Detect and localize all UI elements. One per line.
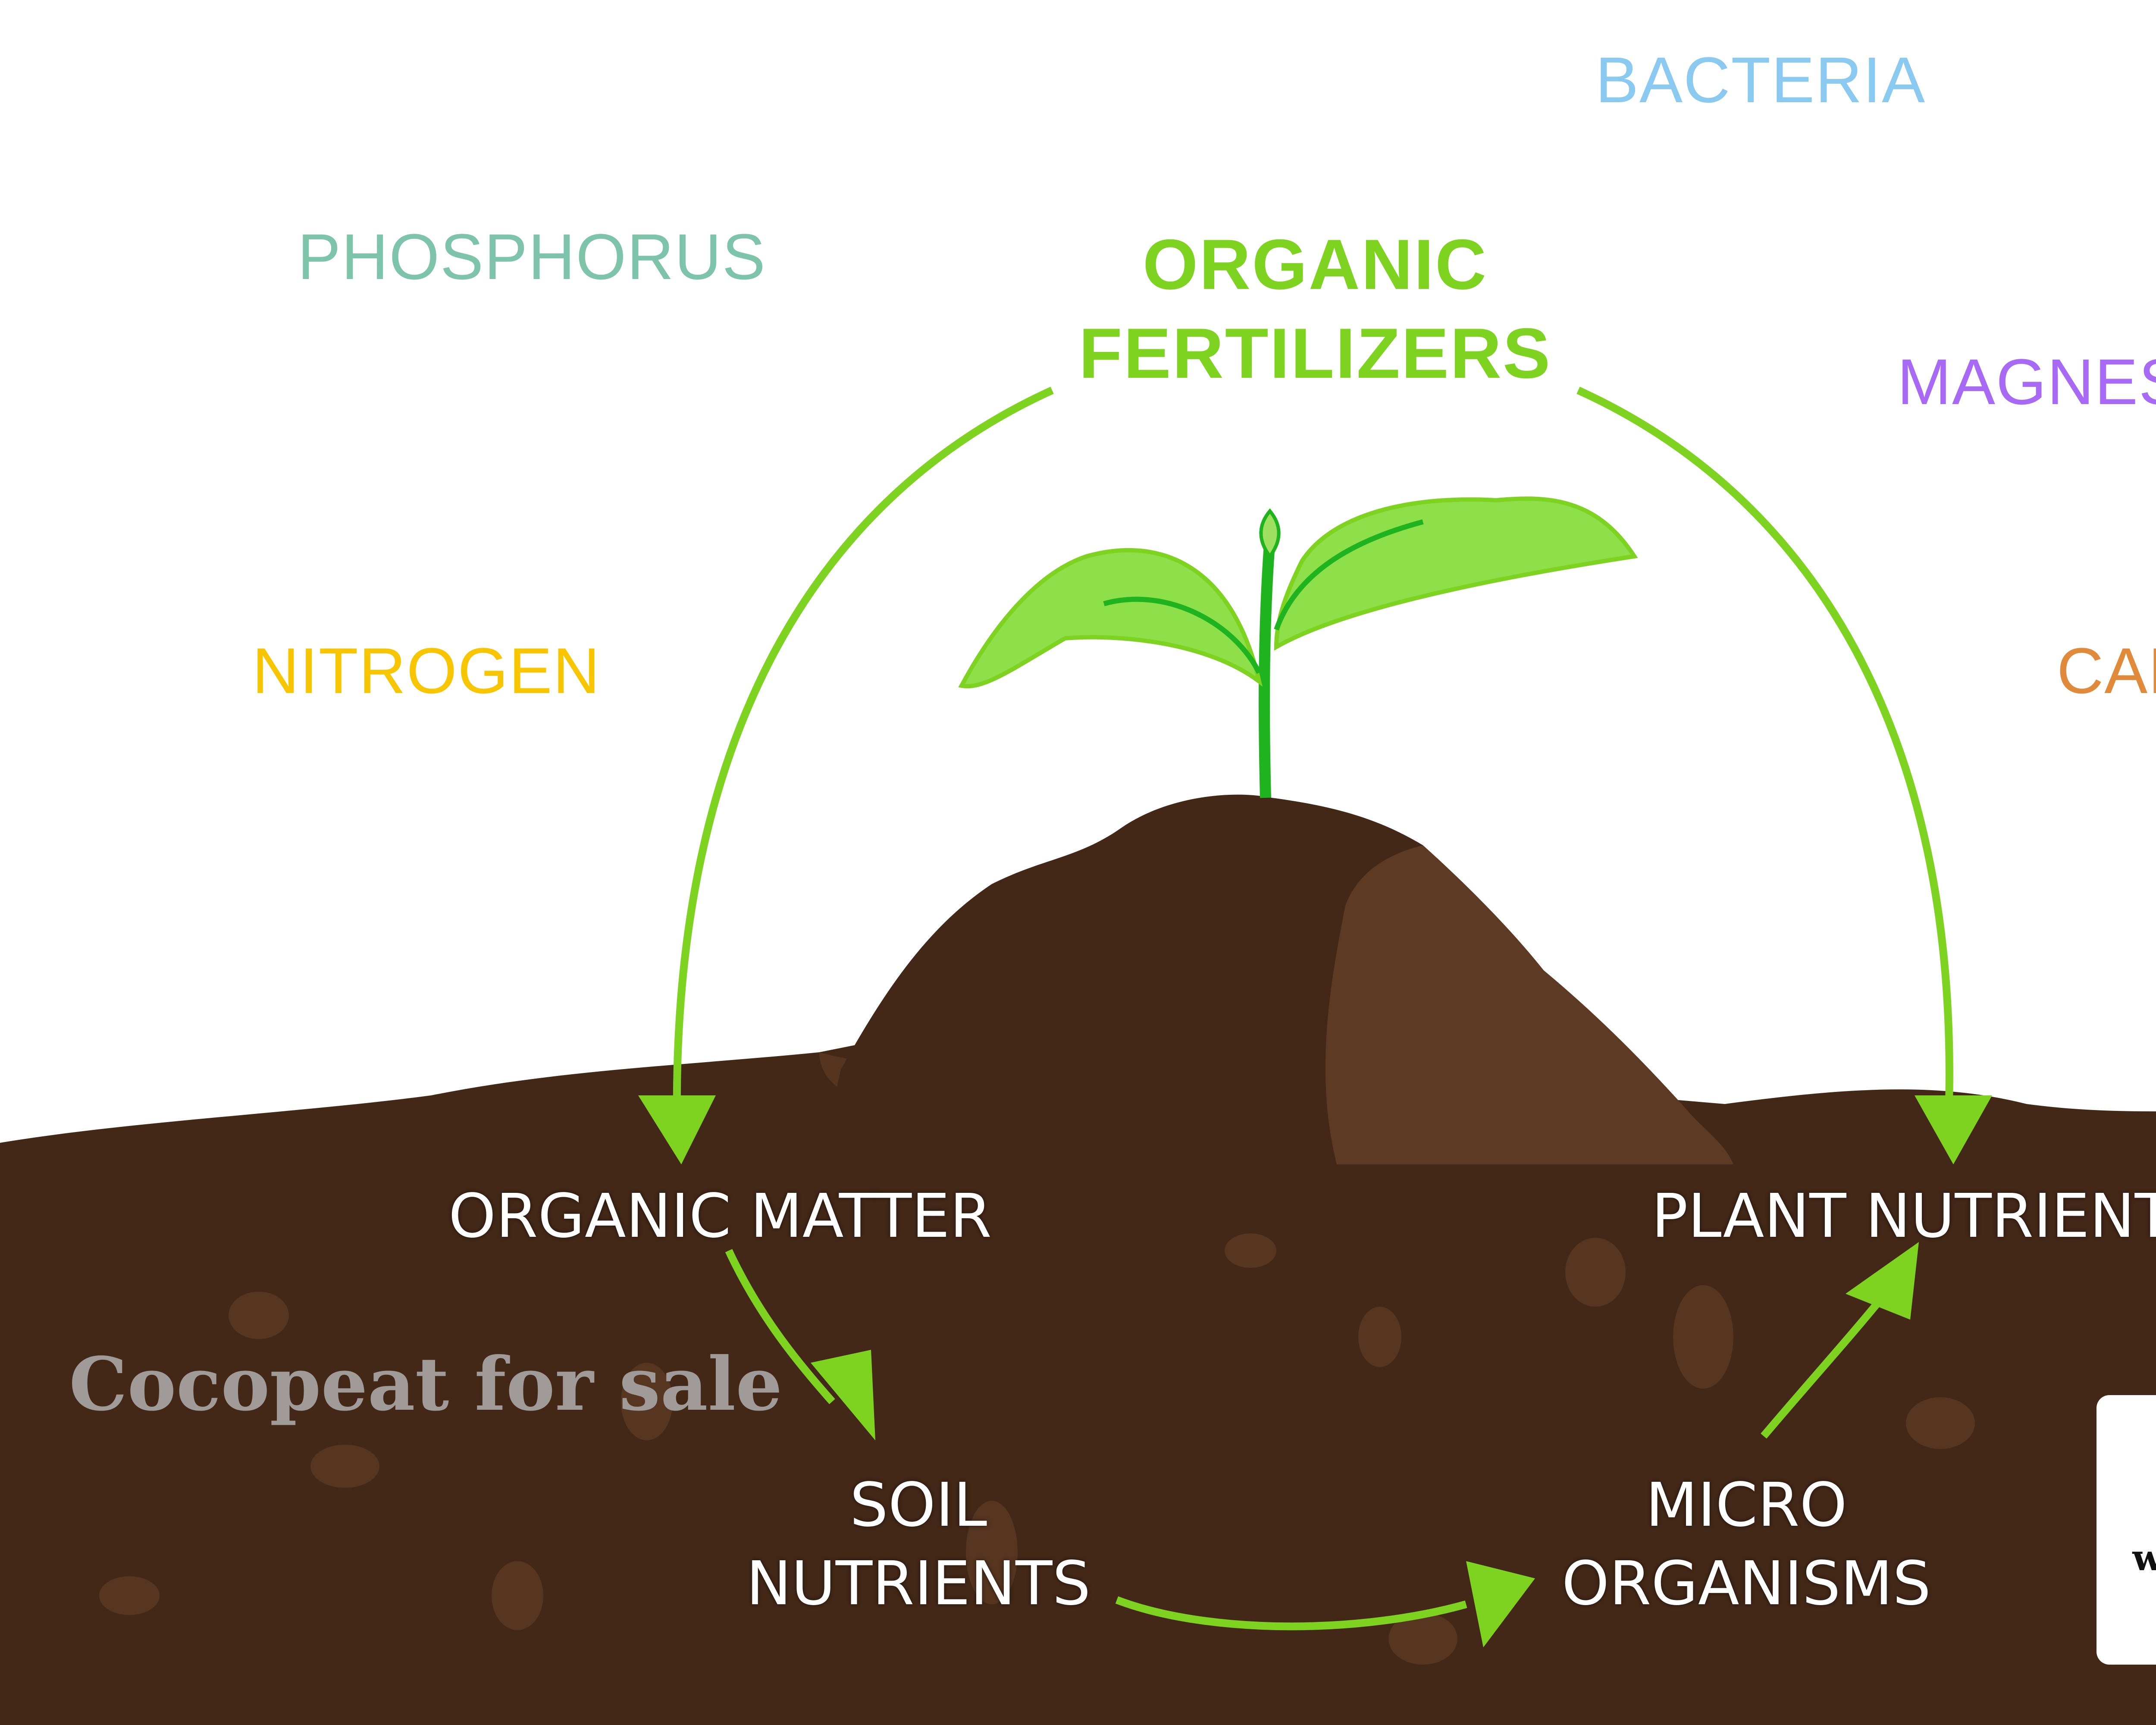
label-magnesium: MAGNESIUM: [1897, 345, 2156, 418]
cycle-arrows: [673, 386, 1953, 1631]
label-bacteria: BACTERIA: [1595, 44, 1926, 116]
soil-nutrients-line-1: SOIL: [849, 1470, 987, 1540]
micro-organisms-line-1: MICRO: [1645, 1470, 1847, 1540]
diagram-title: ORGANIC FERTILIZERS: [1056, 220, 1574, 398]
arrowhead-up-to-plant-nutrients: [1846, 1242, 1919, 1320]
title-line-1: ORGANIC: [1142, 225, 1488, 304]
soil-nutrients-line-2: NUTRIENTS: [746, 1549, 1091, 1619]
promo-text: Cocopeat for sale: [69, 1341, 783, 1427]
stage-soil-nutrients: SOIL NUTRIENTS: [742, 1466, 1095, 1623]
arrow-heads: [638, 1095, 1992, 1647]
stage-micro-organisms: MICRO ORGANISMS: [1552, 1466, 1940, 1623]
arrowhead-to-micro-organisms: [1466, 1561, 1535, 1647]
stage-organic-matter: ORGANIC MATTER: [448, 1181, 992, 1251]
seedling-icon: [958, 496, 1638, 798]
title-line-2: FERTILIZERS: [1078, 314, 1552, 393]
brand-card: SRI BHAGYALAKSHMI ® SINCE 1972 www.sblfa…: [2096, 1395, 2156, 1665]
stage-plant-nutrients: PLANT NUTRIENTS: [1651, 1181, 2156, 1251]
arrowhead-to-plant-nutrients: [1915, 1095, 1992, 1164]
soil-pebbles: [99, 1233, 1975, 1665]
soil-mound-dark: [819, 794, 1423, 1164]
arrowhead-to-soil-nutrients: [811, 1350, 875, 1440]
label-nitrogen: NITROGEN: [252, 634, 601, 707]
website-link[interactable]: www.sblfarms.com: [2132, 1537, 2156, 1579]
leaf-right: [1274, 496, 1638, 651]
label-phosphorus: PHOSPHORUS: [298, 220, 766, 293]
arrowhead-to-organic-matter: [638, 1095, 716, 1164]
soil-ground: [0, 1035, 2156, 1725]
leaf-left: [958, 548, 1263, 689]
soil-mound-light: [1325, 845, 1733, 1164]
micro-organisms-line-2: ORGANISMS: [1561, 1549, 1931, 1619]
label-calcium: CALCIUM: [2057, 634, 2156, 707]
